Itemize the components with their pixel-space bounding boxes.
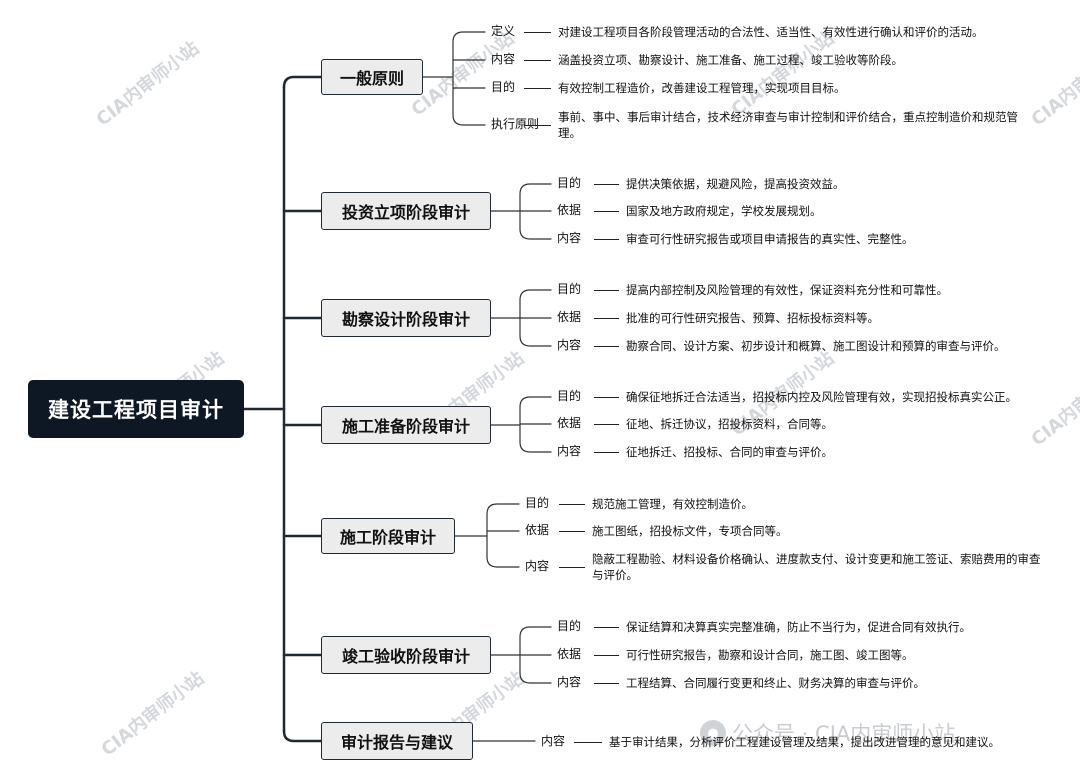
item-description: 涵盖投资立项、勘察设计、施工准备、施工过程、竣工验收等阶段。 — [558, 53, 903, 67]
item-description: 工程结算、合同履行变更和终止、财务决算的审查与评价。 — [626, 676, 925, 690]
item-key: 执行原则 — [491, 117, 540, 131]
item-key: 依据 — [525, 523, 550, 537]
item-dash — [524, 88, 551, 89]
item-description: 提供决策依据，规避风险，提高投资效益。 — [626, 177, 845, 191]
item-description: 批准的可行性研究报告、预算、招标投标资料等。 — [626, 311, 879, 325]
item-key: 目的 — [525, 496, 550, 510]
item-description: 审查可行性研究报告或项目申请报告的真实性、完整性。 — [626, 232, 914, 246]
item-key: 目的 — [491, 80, 516, 94]
item-key: 定义 — [491, 24, 516, 38]
item-description: 隐蔽工程勘验、材料设备价格确认、进度款支付、设计变更和施工签证、索赔费用的审查与… — [592, 552, 1041, 582]
item-dash — [594, 184, 619, 185]
item-dash — [594, 290, 619, 291]
branch-bracket — [452, 31, 486, 126]
item-description: 基于审计结果，分析评价工程建设管理及结果，提出改进管理的意见和建议。 — [609, 735, 1000, 749]
item-key: 内容 — [541, 734, 566, 748]
section-node: 施工准备阶段审计 — [321, 406, 491, 444]
item-dash — [594, 346, 619, 347]
item-dash — [594, 452, 619, 453]
item-dash — [594, 239, 619, 240]
item-dash — [559, 504, 585, 505]
item-key: 依据 — [557, 647, 582, 661]
item-description: 规范施工管理，有效控制造价。 — [592, 497, 753, 511]
item-dash — [524, 125, 551, 126]
item-key: 内容 — [525, 559, 550, 573]
item-dash — [524, 60, 551, 61]
section-connector — [282, 729, 323, 743]
item-key: 内容 — [557, 231, 582, 245]
item-dash — [594, 683, 619, 684]
item-description: 国家及地方政府规定，学校发展规划。 — [626, 204, 822, 218]
section-node: 一般原则 — [321, 59, 423, 95]
item-description: 征地、拆迁协议，招投标资料，合同等。 — [626, 417, 833, 431]
item-description: 确保征地拆迁合法适当，招投标内控及风险管理有效，实现招投标真实公正。 — [626, 390, 1017, 404]
footer-text: 公众号 · CIA内审师小站 — [732, 722, 956, 746]
item-key: 依据 — [557, 203, 582, 217]
item-description: 征地拆迁、招投标、合同的审查与评价。 — [626, 445, 833, 459]
section-node: 勘察设计阶段审计 — [321, 299, 491, 337]
item-description: 提高内部控制及风险管理的有效性，保证资料充分性和可靠性。 — [626, 283, 948, 297]
item-dash — [559, 531, 585, 532]
item-dash — [594, 424, 619, 425]
item-dash — [594, 318, 619, 319]
wechat-icon: ● — [700, 720, 726, 746]
item-dash — [574, 742, 602, 743]
section-node: 审计报告与建议 — [321, 722, 473, 760]
item-dash — [594, 397, 619, 398]
branch-bracket — [486, 503, 520, 568]
item-key: 依据 — [557, 416, 582, 430]
item-dash — [594, 627, 619, 628]
item-key: 内容 — [557, 444, 582, 458]
item-description: 施工图纸，招投标文件，专项合同等。 — [592, 524, 788, 538]
section-node: 竣工验收阶段审计 — [321, 636, 491, 674]
item-key: 依据 — [557, 310, 582, 324]
item-description: 保证结算和决算真实完整准确，防止不当行为，促进合同有效执行。 — [626, 620, 971, 634]
item-key: 目的 — [557, 389, 582, 403]
footer-watermark: ● 公众号 · CIA内审师小站 — [700, 718, 955, 748]
section-node: 施工阶段审计 — [321, 518, 455, 554]
item-key: 内容 — [491, 52, 516, 66]
item-dash — [594, 211, 619, 212]
item-description: 对建设工程项目各阶段管理活动的合法性、适当性、有效性进行确认和评价的活动。 — [558, 25, 984, 39]
item-key: 目的 — [557, 176, 582, 190]
item-key: 目的 — [557, 619, 582, 633]
section-connector — [282, 75, 323, 89]
item-key: 目的 — [557, 282, 582, 296]
section-node: 投资立项阶段审计 — [321, 192, 491, 230]
item-key: 内容 — [557, 675, 582, 689]
root-node: 建设工程项目审计 — [28, 380, 244, 438]
item-key: 内容 — [557, 338, 582, 352]
item-dash — [594, 655, 619, 656]
item-description: 可行性研究报告，勘察和设计合同，施工图、竣工图等。 — [626, 648, 914, 662]
item-description: 事前、事中、事后审计结合，技术经济审查与审计控制和评价结合，重点控制造价和规范管… — [558, 110, 1018, 140]
item-dash — [559, 567, 585, 568]
item-dash — [524, 32, 551, 33]
item-description: 勘察合同、设计方案、初步设计和概算、施工图设计和预算的审查与评价。 — [626, 339, 1006, 353]
item-description: 有效控制工程造价，改善建设工程管理，实现项目目标。 — [558, 81, 846, 95]
